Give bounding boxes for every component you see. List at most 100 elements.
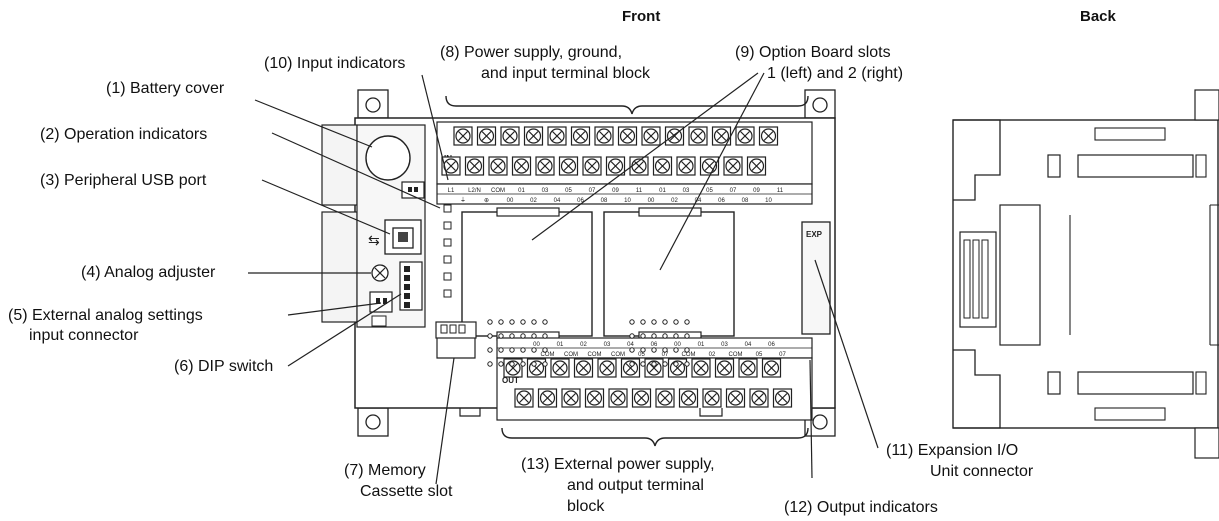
svg-text:⇆: ⇆ (368, 232, 380, 248)
label-expansion-line1: (11) Expansion I/O (886, 441, 1018, 460)
option-pin-hole (532, 334, 536, 338)
terminal-number: 05 (565, 188, 572, 194)
terminal-screw-icon (633, 389, 651, 407)
terminal-number: 00 (674, 342, 681, 348)
label-ext-power-line2: and output terminal (567, 476, 704, 495)
terminal-number: 03 (604, 342, 611, 348)
terminal-screw-icon (513, 157, 531, 175)
label-memory-line2: Cassette slot (360, 482, 452, 501)
terminal-screw-icon (454, 127, 472, 145)
terminal-number: 02 (530, 198, 537, 204)
terminal-screw-icon (539, 389, 557, 407)
terminal-number: COM (491, 188, 505, 194)
terminal-number: 02 (580, 342, 587, 348)
option-pin-hole (521, 362, 525, 366)
terminal-screw-icon (583, 157, 601, 175)
terminal-screw-icon (716, 359, 734, 377)
terminal-screw-icon (598, 359, 616, 377)
terminal-number: ⏚ (460, 197, 466, 204)
option-pin-hole (543, 334, 547, 338)
terminal-number: 09 (753, 188, 760, 194)
label-operation-indicators: (2) Operation indicators (40, 125, 207, 144)
label-memory-line1: (7) Memory (344, 461, 426, 480)
terminal-number: ⊕ (484, 198, 489, 204)
terminal-number: 08 (601, 198, 608, 204)
option-pin-hole (652, 320, 656, 324)
label-ext-analog-line2: input connector (29, 326, 138, 345)
terminal-screw-icon (619, 127, 637, 145)
terminal-number: 02 (671, 198, 678, 204)
label-expansion-line2: Unit connector (930, 462, 1033, 481)
terminal-screw-icon (689, 127, 707, 145)
label-ext-power-line3: block (567, 497, 604, 516)
terminal-number: 05 (638, 352, 645, 358)
terminal-screw-icon (703, 389, 721, 407)
terminal-screw-icon (515, 389, 533, 407)
label-power-line2: and input terminal block (481, 64, 650, 83)
terminal-number: 10 (765, 198, 772, 204)
terminal-screw-icon (750, 389, 768, 407)
terminal-screw-icon (466, 157, 484, 175)
terminal-number: 09 (612, 188, 619, 194)
label-ext-analog-line1: (5) External analog settings (8, 306, 203, 325)
option-pin-hole (488, 334, 492, 338)
terminal-number: 04 (745, 342, 752, 348)
terminal-screw-icon (586, 389, 604, 407)
option-pin-hole (663, 320, 667, 324)
option-pin-hole (685, 320, 689, 324)
terminal-screw-icon (656, 389, 674, 407)
option-pin-hole (641, 320, 645, 324)
terminal-screw-icon (562, 389, 580, 407)
terminal-number: 07 (662, 352, 669, 358)
terminal-number: COM (564, 352, 578, 358)
terminal-number: COM (588, 352, 602, 358)
option-pin-hole (499, 334, 503, 338)
exp-label: EXP (806, 230, 823, 239)
label-dip-switch: (6) DIP switch (174, 357, 273, 376)
terminal-screw-icon (654, 157, 672, 175)
terminal-number: 11 (636, 188, 643, 194)
option-pin-hole (663, 334, 667, 338)
terminal-screw-icon (724, 157, 742, 175)
option-pin-hole (488, 362, 492, 366)
option-pin-hole (630, 320, 634, 324)
terminal-screw-icon (595, 127, 613, 145)
option-pin-hole (674, 320, 678, 324)
terminal-screw-icon (701, 157, 719, 175)
terminal-screw-icon (525, 127, 543, 145)
terminal-screw-icon (748, 157, 766, 175)
option-pin-hole (521, 334, 525, 338)
label-input-indicators: (10) Input indicators (264, 54, 405, 73)
option-pin-hole (685, 362, 689, 366)
option-pin-hole (641, 362, 645, 366)
terminal-number: 06 (651, 342, 658, 348)
terminal-number: COM (611, 352, 625, 358)
terminal-number: 03 (542, 188, 549, 194)
terminal-number: 03 (721, 342, 728, 348)
terminal-number: COM (541, 352, 555, 358)
label-peripheral-usb-port: (3) Peripheral USB port (40, 171, 206, 190)
terminal-number: 08 (742, 198, 749, 204)
option-pin-hole (674, 362, 678, 366)
option-pin-hole (510, 334, 514, 338)
terminal-screw-icon (739, 359, 757, 377)
option-pin-hole (510, 362, 514, 366)
terminal-number: 06 (577, 198, 584, 204)
terminal-number: 04 (554, 198, 561, 204)
terminal-number: 01 (518, 188, 525, 194)
terminal-screw-icon (548, 127, 566, 145)
terminal-screw-icon (536, 157, 554, 175)
terminal-number: COM (682, 352, 696, 358)
terminal-screw-icon (669, 359, 687, 377)
option-pin-hole (543, 362, 547, 366)
terminal-screw-icon (572, 127, 590, 145)
label-output-indicators: (12) Output indicators (784, 498, 938, 517)
option-pin-hole (499, 348, 503, 352)
terminal-number: 03 (683, 188, 690, 194)
label-battery-cover: (1) Battery cover (106, 79, 224, 98)
terminal-screw-icon (692, 359, 710, 377)
terminal-screw-icon (727, 389, 745, 407)
terminal-screw-icon (736, 127, 754, 145)
terminal-screw-icon (774, 389, 792, 407)
